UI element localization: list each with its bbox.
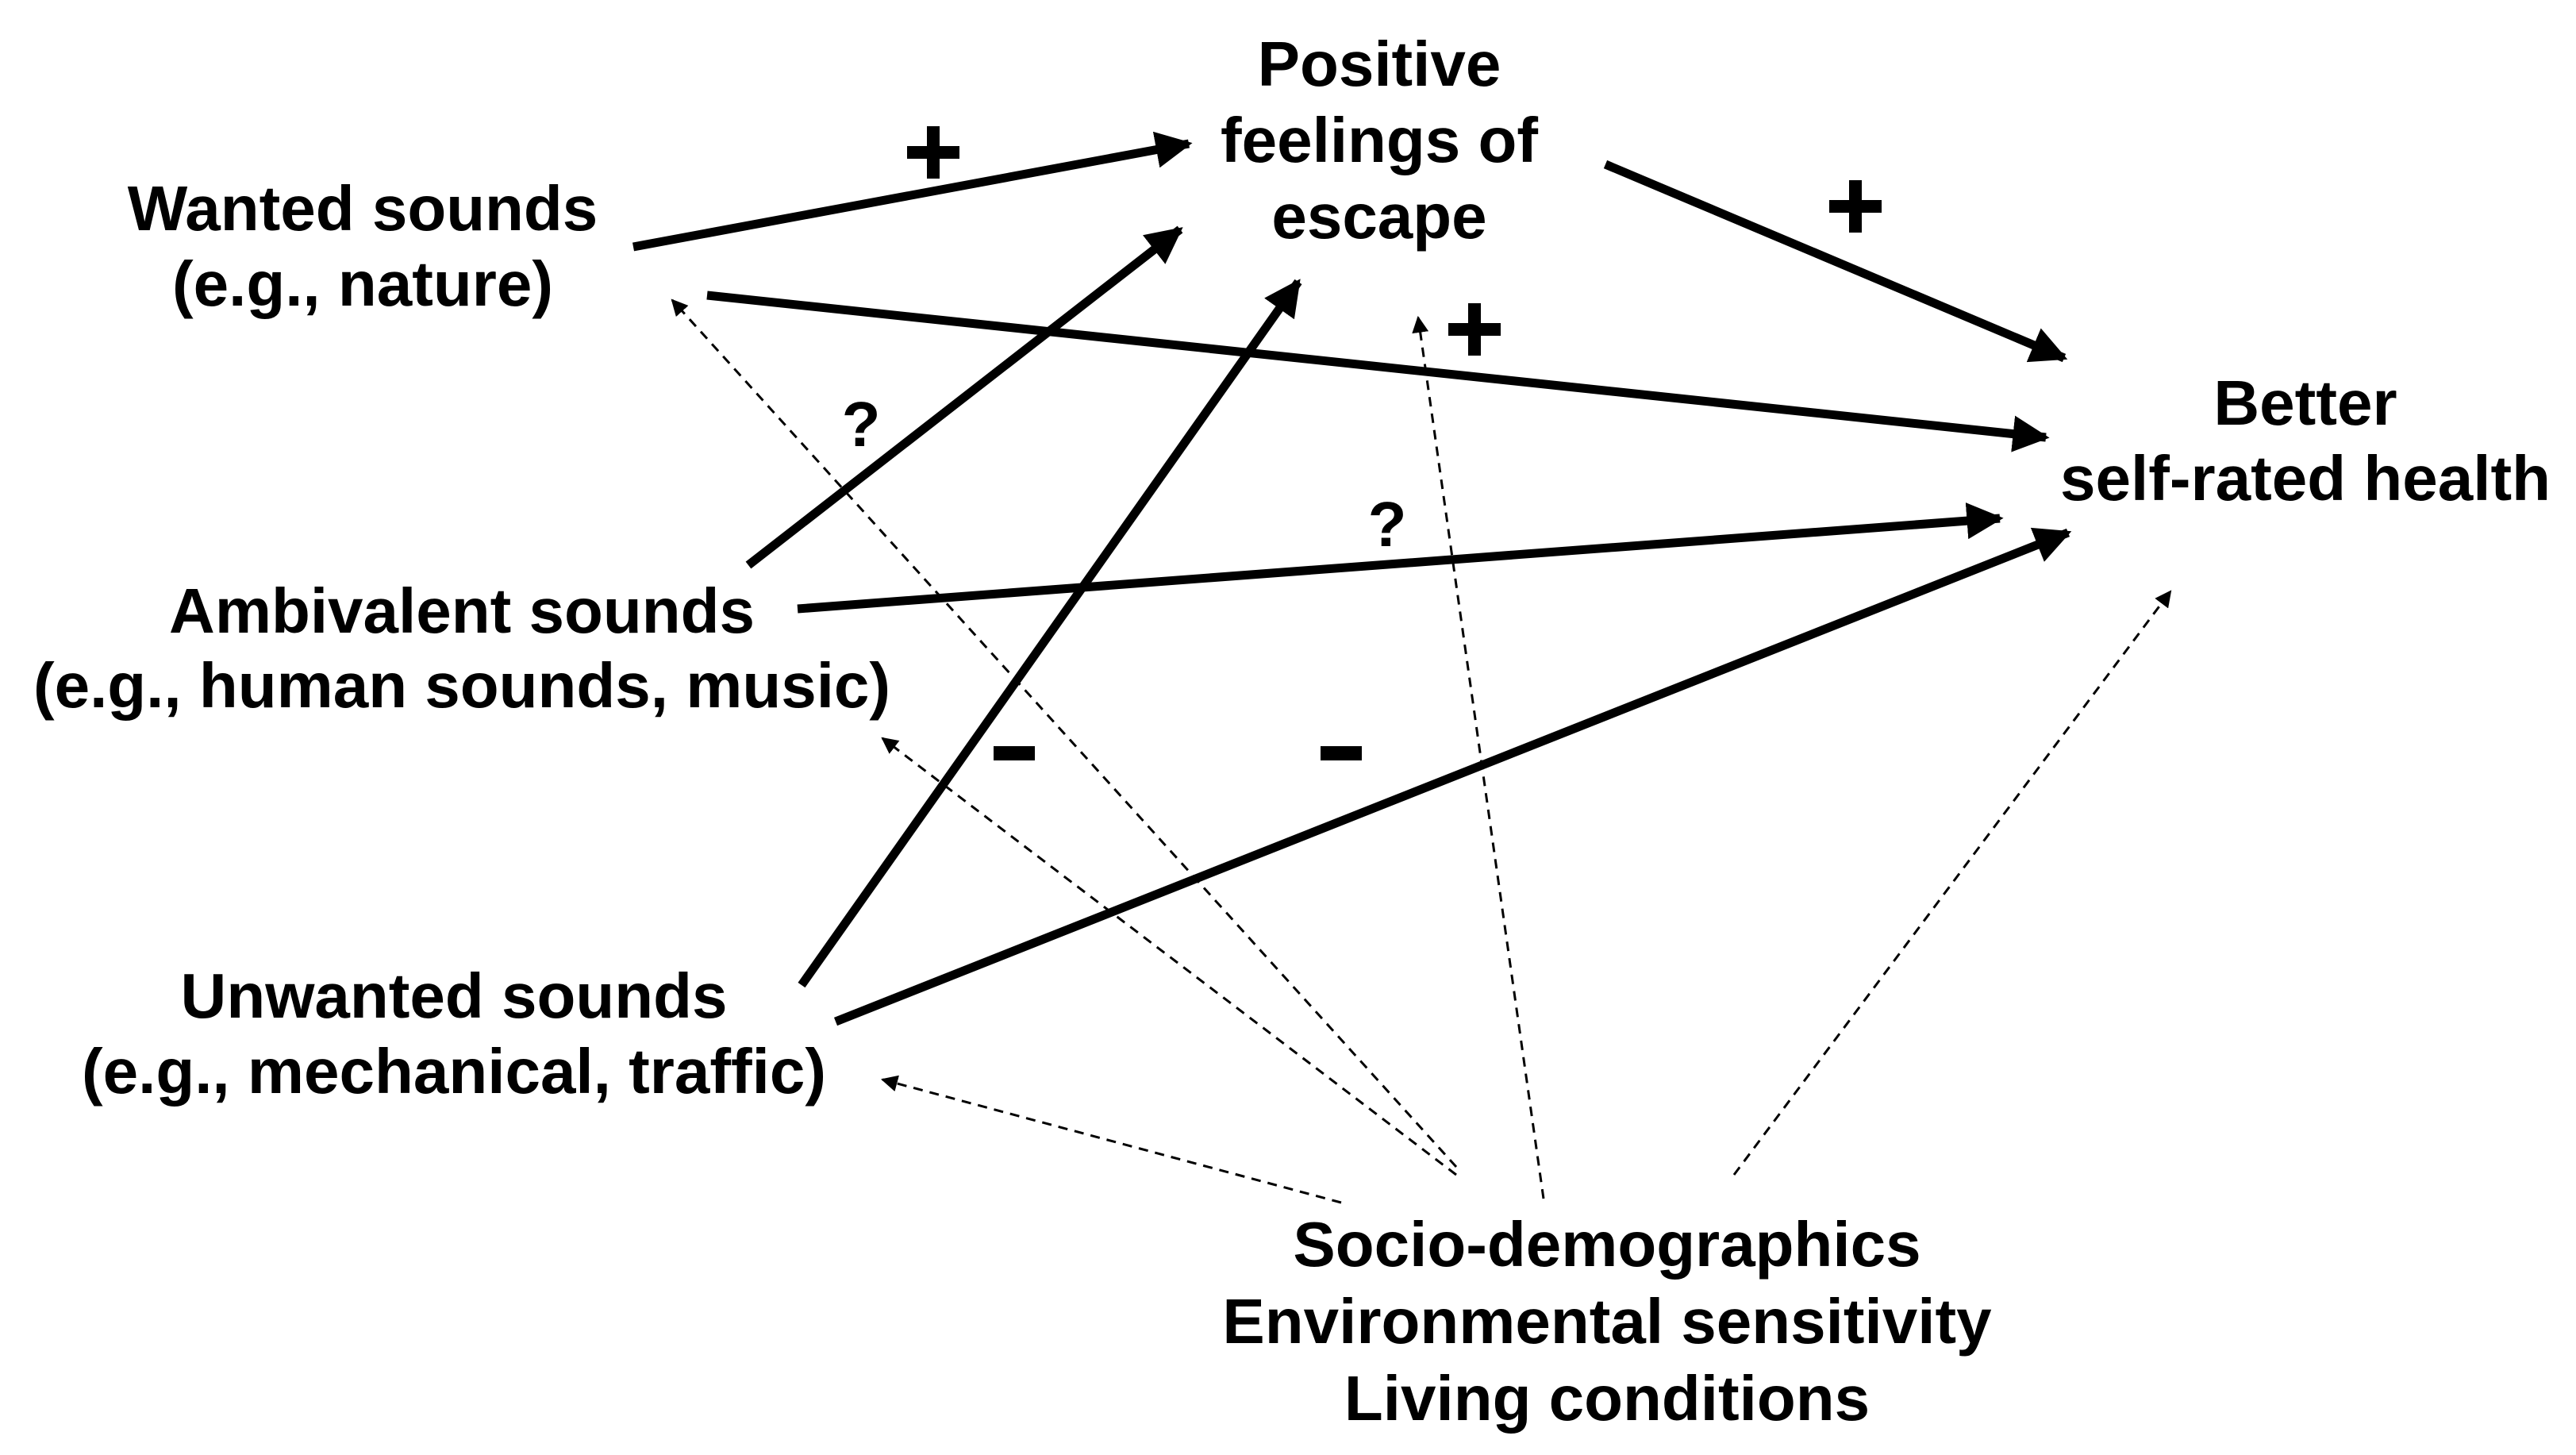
ambivalent-sounds-example: (e.g., human sounds, music) (33, 650, 890, 721)
arrow-unwanted-to-escape (798, 279, 1302, 988)
minus-sign-unwanted-health (1321, 746, 1362, 760)
arrow-unwanted-to-health (833, 527, 2072, 1026)
node-better-self-rated-health: Better self-rated health (2060, 368, 2551, 514)
unwanted-sounds-title: Unwanted sounds (181, 960, 728, 1031)
node-wanted-sounds: Wanted sounds (e.g., nature) (128, 173, 598, 319)
health-line-2: self-rated health (2060, 443, 2551, 514)
escape-line-1: Positive (1258, 29, 1501, 99)
minus-sign-unwanted-escape (994, 746, 1035, 760)
unwanted-sounds-example: (e.g., mechanical, traffic) (82, 1036, 826, 1107)
covariate-arrows (671, 298, 2172, 1204)
arrow-wanted-to-escape (632, 131, 1193, 252)
ambivalent-sounds-title: Ambivalent sounds (169, 575, 755, 646)
plus-sign-wanted-escape (907, 126, 959, 179)
wanted-sounds-example: (e.g., nature) (172, 248, 553, 319)
arrow-escape-to-health (1603, 160, 2068, 363)
dashed-arrow-to-ambivalent (881, 737, 1457, 1176)
plus-sign-escape-health (1829, 180, 1882, 233)
dashed-arrow-to-wanted (671, 298, 1458, 1168)
node-positive-feelings-of-escape: Positive feelings of escape (1221, 29, 1538, 252)
dashed-arrow-to-unwanted (880, 1075, 1342, 1204)
arrow-ambivalent-to-health (797, 502, 2004, 614)
arrow-ambivalent-to-escape (745, 225, 1183, 569)
node-unwanted-sounds: Unwanted sounds (e.g., mechanical, traff… (82, 960, 826, 1107)
covariate-environmental-sensitivity: Environmental sensitivity (1222, 1286, 1992, 1357)
health-line-1: Better (2213, 368, 2397, 438)
question-sign-ambivalent-health: ? (1368, 489, 1407, 560)
escape-line-3: escape (1271, 181, 1486, 252)
plus-sign-wanted-health (1448, 303, 1501, 356)
question-sign-ambivalent-escape: ? (842, 389, 881, 460)
dashed-arrow-to-escape (1412, 315, 1545, 1199)
path-arrows (632, 131, 2072, 1026)
node-covariates: Socio-demographics Environmental sensiti… (1222, 1209, 1992, 1434)
dashed-arrow-to-health (1732, 590, 2172, 1176)
covariate-socio-demographics: Socio-demographics (1293, 1209, 1920, 1280)
node-ambivalent-sounds: Ambivalent sounds (e.g., human sounds, m… (33, 575, 890, 721)
wanted-sounds-title: Wanted sounds (128, 173, 598, 244)
covariate-living-conditions: Living conditions (1344, 1363, 1870, 1434)
escape-line-2: feelings of (1221, 105, 1538, 175)
arrow-wanted-to-health (706, 291, 2050, 452)
sign-markers (907, 126, 1882, 760)
